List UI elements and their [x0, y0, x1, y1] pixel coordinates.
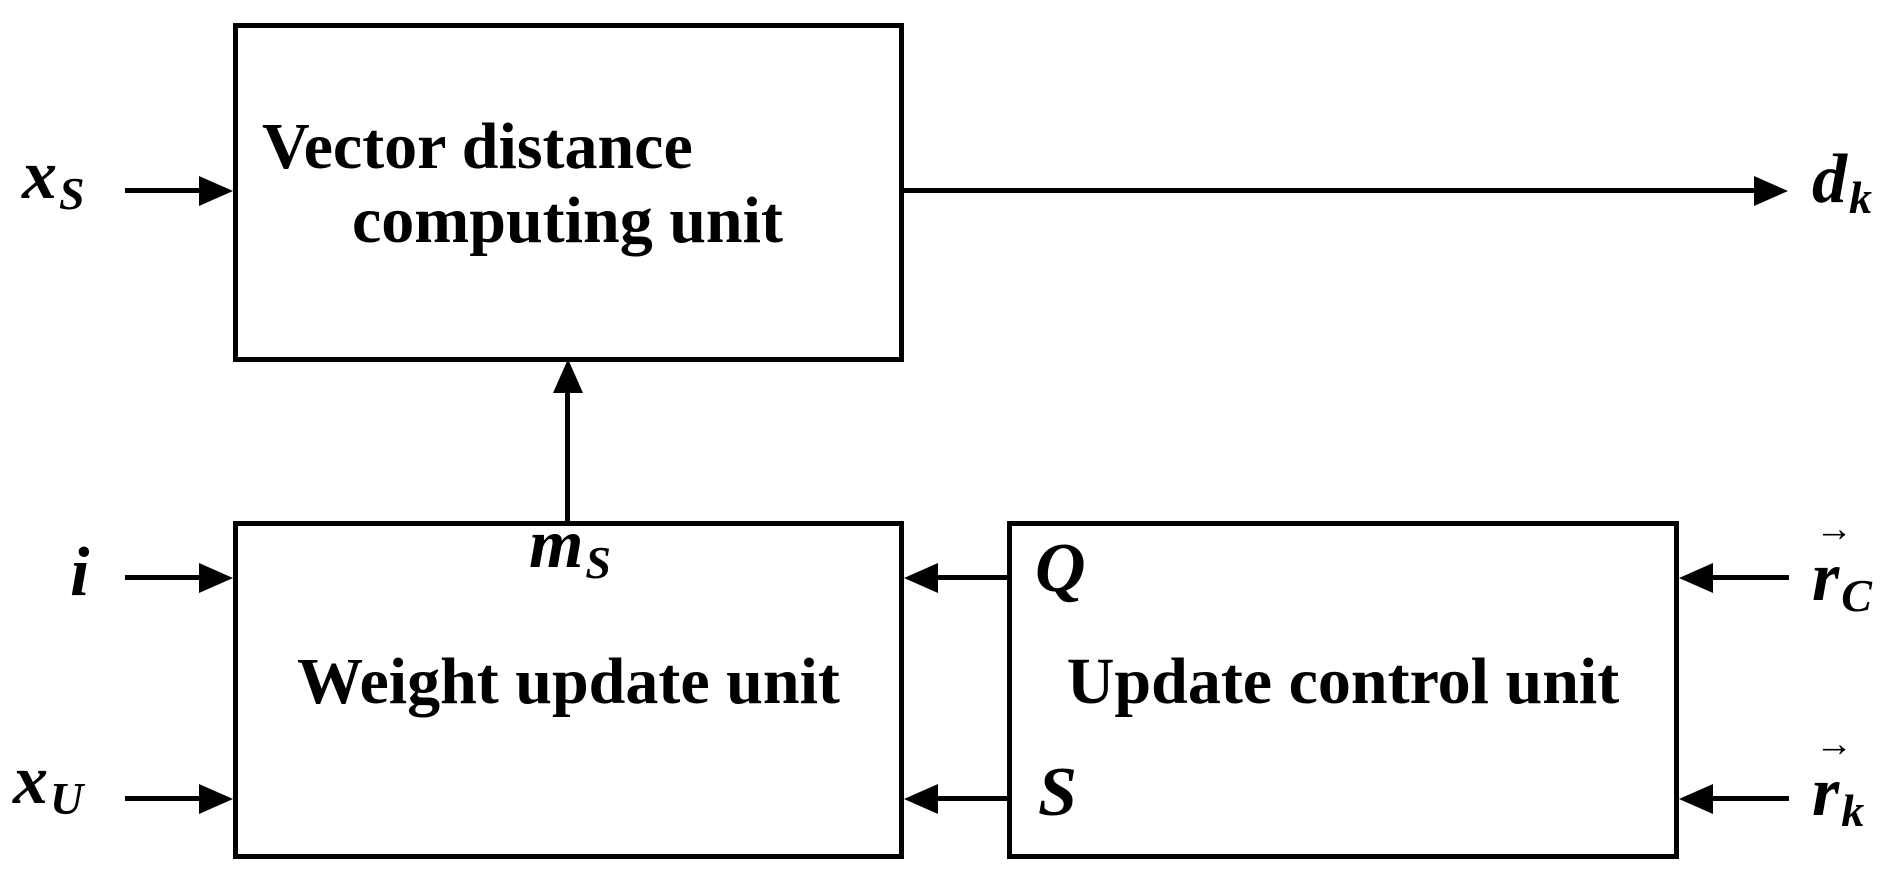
ms-subscript: S [585, 537, 612, 588]
vector-distance-computing-unit-label: Vector distance computing unit [262, 110, 783, 258]
q-base: Q [1035, 530, 1086, 607]
signal-label-s: S [1038, 758, 1077, 828]
xs-arrow-line [125, 188, 205, 193]
xs-subscript: S [59, 168, 85, 219]
weight-update-unit-label: Weight update unit [297, 645, 840, 718]
signal-label-i: i [70, 538, 89, 608]
vector-distance-computing-unit-box [233, 23, 904, 362]
xu-subscript: U [50, 773, 84, 824]
ms-arrowhead-icon [553, 359, 583, 393]
xs-base: x [22, 137, 57, 214]
update-control-unit-label: Update control unit [1066, 645, 1620, 718]
dk-arrow-line [902, 188, 1758, 193]
rk-arrow-line [1711, 796, 1789, 801]
xu-arrow-line [125, 796, 205, 801]
rc-vector-arrow-icon: → [1815, 508, 1853, 550]
q-arrowhead-icon [904, 563, 938, 593]
xu-arrowhead-icon [199, 784, 233, 814]
rc-arrowhead-icon [1679, 563, 1713, 593]
xs-arrowhead-icon [199, 176, 233, 206]
dk-subscript: k [1849, 172, 1872, 223]
s-base: S [1038, 754, 1077, 831]
xu-base: x [13, 742, 48, 819]
ms-base: m [528, 506, 584, 583]
weight-update-unit-box [233, 521, 904, 859]
vector-distance-label-line2: computing unit [352, 184, 783, 257]
dk-arrowhead-icon [1754, 176, 1788, 206]
q-arrow-line [936, 575, 1010, 580]
update-control-unit-box [1007, 521, 1679, 859]
rk-subscript: k [1841, 785, 1865, 836]
vector-distance-label-line1: Vector distance [262, 110, 693, 183]
i-arrow-line [125, 575, 205, 580]
rc-base: r [1812, 539, 1840, 616]
signal-label-xs: xS [22, 141, 85, 229]
rk-arrowhead-icon [1679, 784, 1713, 814]
i-base: i [70, 534, 90, 611]
s-arrow-line [936, 796, 1010, 801]
signal-label-rc: →rC [1812, 510, 1872, 631]
ms-arrow-line [565, 390, 570, 523]
signal-label-xu: xU [13, 746, 83, 834]
rk-vector-arrow-icon: → [1815, 723, 1853, 765]
dk-base: d [1812, 141, 1847, 218]
signal-label-ms: mS [500, 510, 640, 598]
s-arrowhead-icon [904, 784, 938, 814]
rc-subscript: C [1841, 570, 1872, 621]
signal-label-rk: →rk [1812, 725, 1865, 846]
rk-base: r [1812, 754, 1840, 831]
rc-arrow-line [1711, 575, 1789, 580]
signal-label-q: Q [1035, 534, 1086, 604]
i-arrowhead-icon [199, 563, 233, 593]
signal-label-dk: dk [1812, 145, 1872, 233]
